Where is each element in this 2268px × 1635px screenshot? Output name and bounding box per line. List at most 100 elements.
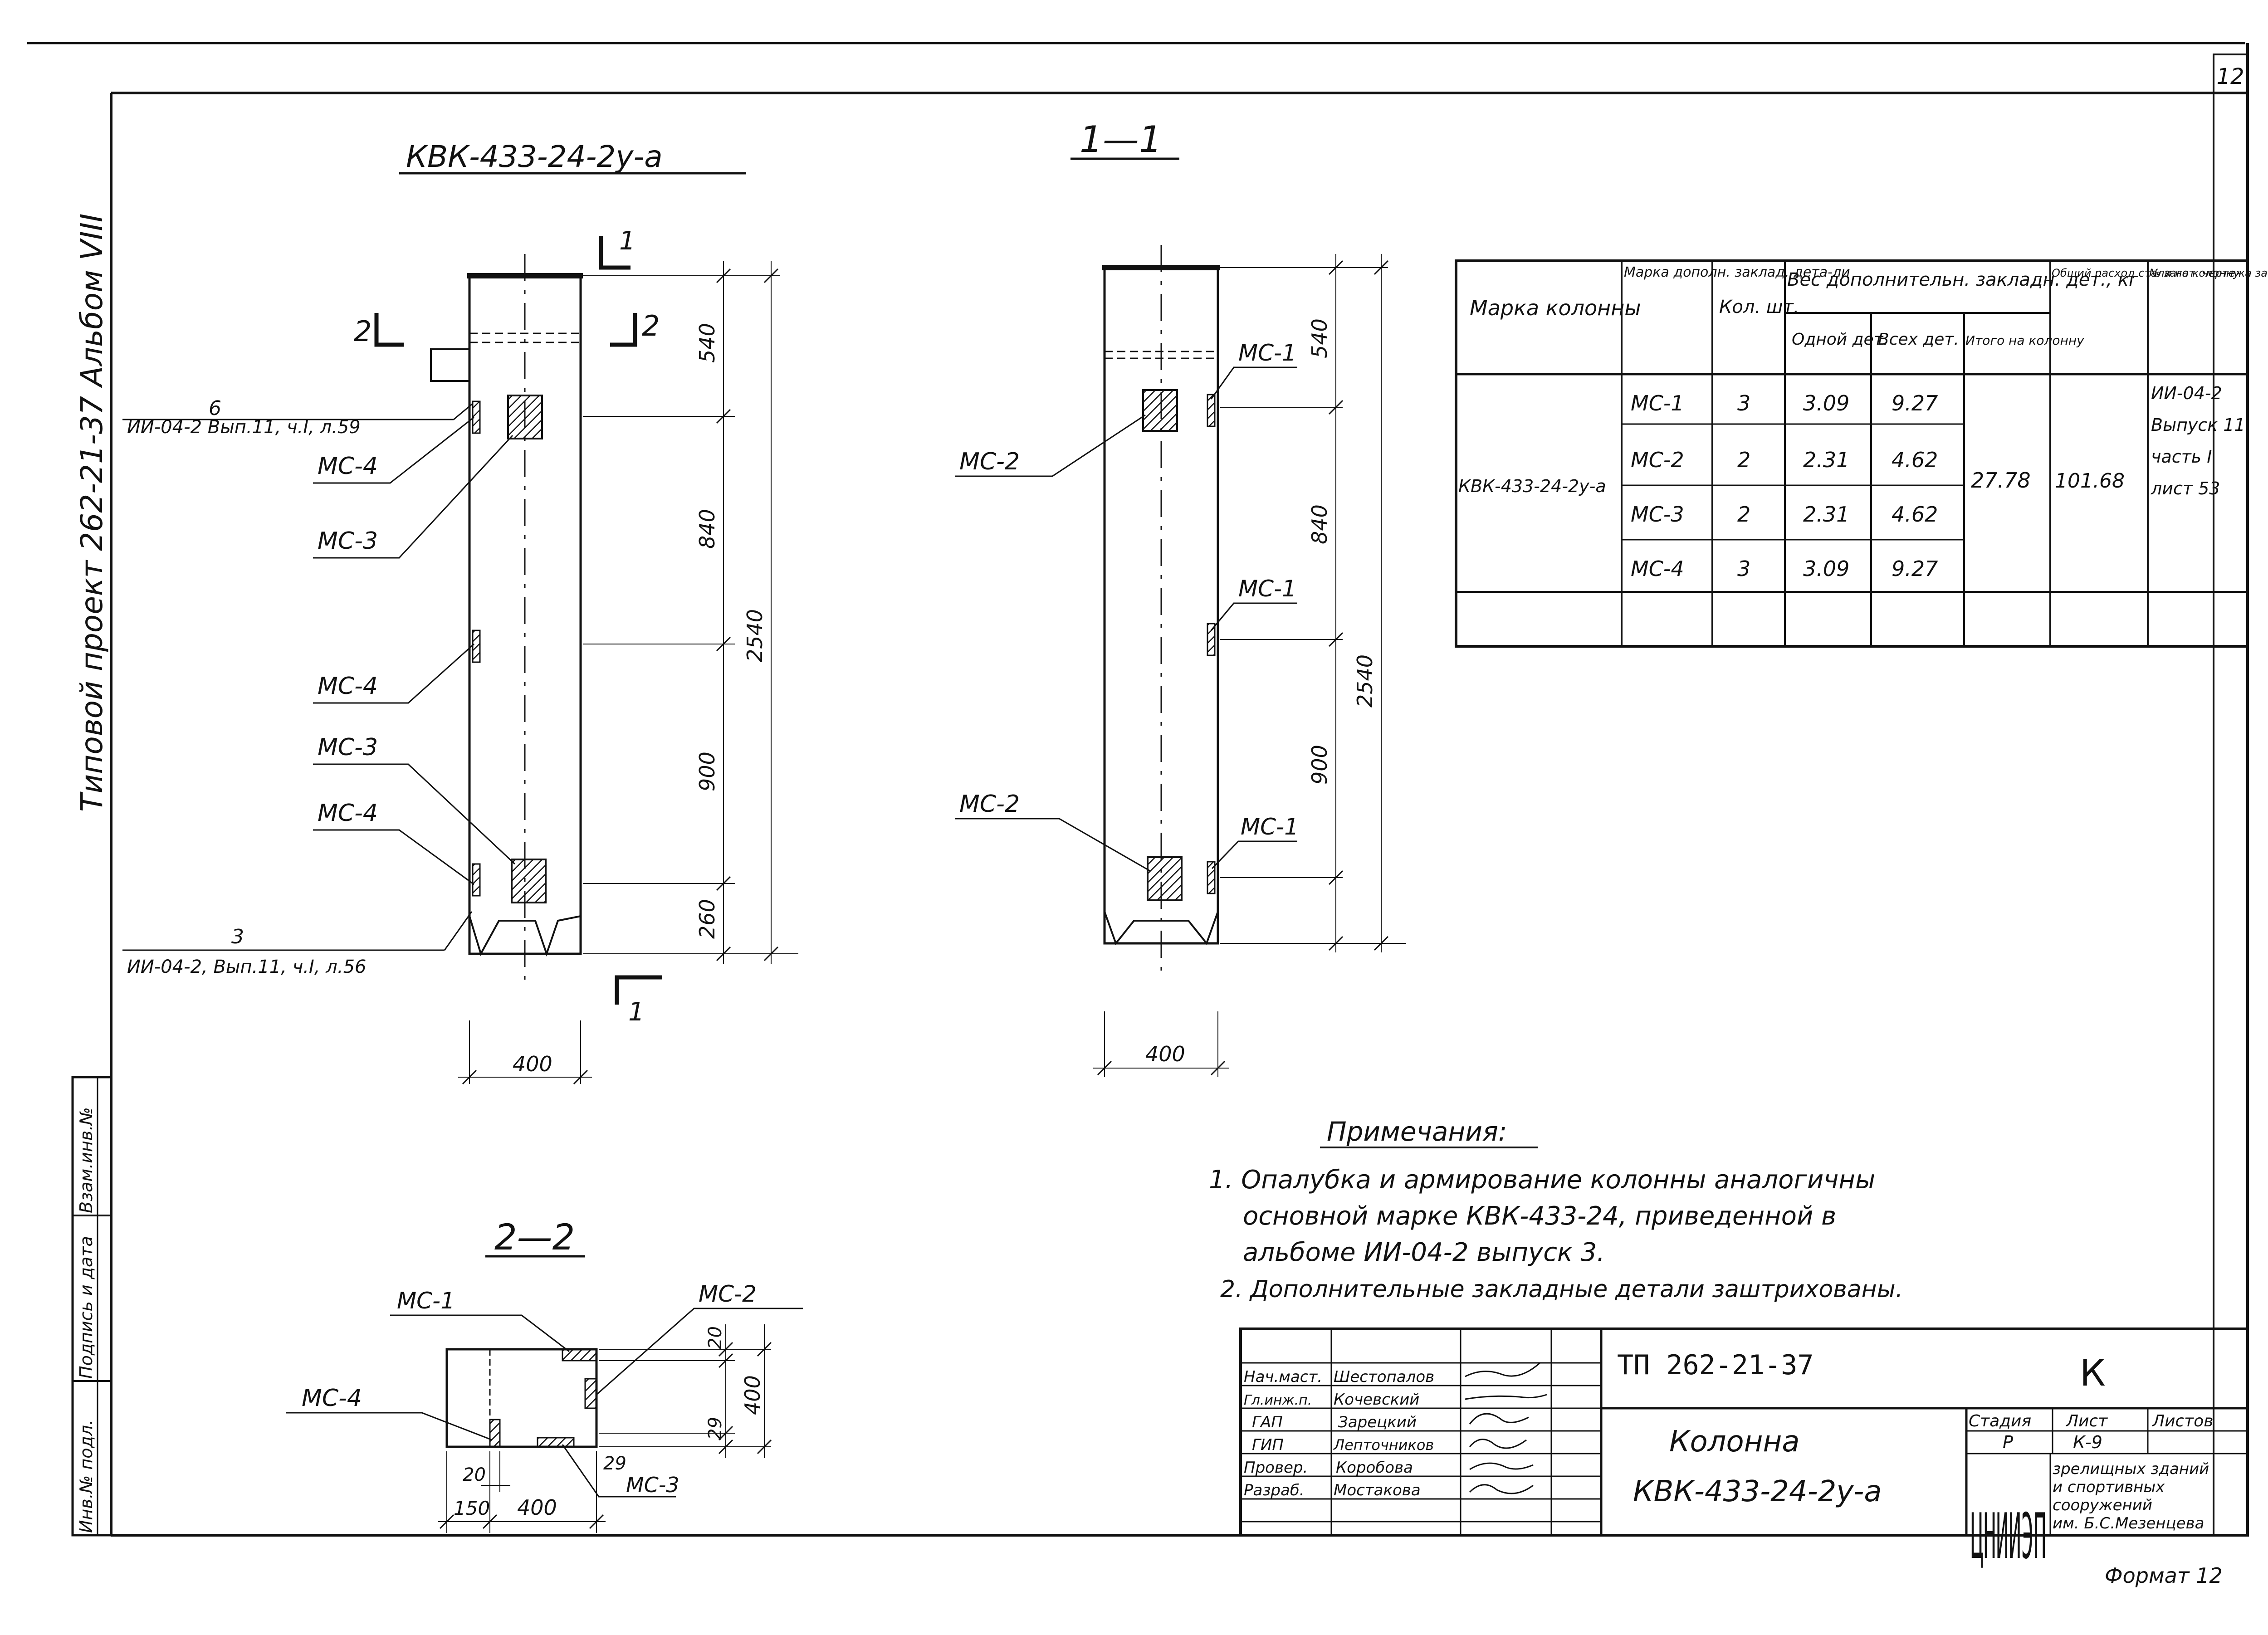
tb-role-1: Нач.маст. xyxy=(1244,1368,1322,1386)
svg-text:1: 1 xyxy=(628,997,645,1027)
tb-role-5: Провер. xyxy=(1244,1459,1308,1477)
plan-label-mc2: МС-2 xyxy=(699,1281,757,1307)
row2-all: 4.62 xyxy=(1892,448,1938,472)
strip-inv-no: Инв.№ подл. xyxy=(76,1420,96,1533)
row3-mark: МС-3 xyxy=(1631,502,1684,527)
row1-all: 9.27 xyxy=(1892,391,1938,415)
td-total-per-column: 27.78 xyxy=(1971,468,2031,493)
main-label-mc4-bottom: МС-4 xyxy=(318,800,378,827)
plan-mc2-plate xyxy=(584,1378,597,1409)
cut-mark-1-bottom: 1 xyxy=(615,975,662,1027)
sec-mc1-top-plate xyxy=(1207,394,1216,427)
main-dimensions: 540 840 900 260 2540 400 xyxy=(458,261,798,1085)
sec-label-mc2-top: МС-2 xyxy=(959,448,1020,475)
row4-one: 3.09 xyxy=(1803,556,1849,581)
tb-org-line-3: сооружений xyxy=(2053,1496,2152,1514)
tb-name-2: Кочевский xyxy=(1334,1391,1419,1409)
svg-text:260: 260 xyxy=(695,899,719,939)
section-2-2-plan xyxy=(445,1348,598,1448)
tb-sheets-head: Листов xyxy=(2151,1412,2213,1430)
row3-all: 4.62 xyxy=(1892,502,1938,527)
tb-name-6: Мостакова xyxy=(1334,1481,1421,1499)
format-label: Формат 12 xyxy=(2105,1563,2223,1588)
th-column-mark: Марка колонны xyxy=(1470,296,1641,320)
tb-role-6: Разраб. xyxy=(1244,1481,1305,1499)
sec-mc2-top-plate xyxy=(1142,389,1178,432)
tb-org-logo: ЦНИИЭП xyxy=(1971,1501,2046,1573)
tb-org-line-2: и спортивных xyxy=(2053,1478,2165,1496)
strip-replacement-no: Взам.инв.№ xyxy=(76,1107,96,1213)
th-qty: Кол. шт. xyxy=(1719,297,1799,317)
tb-letter: К xyxy=(2080,1352,2106,1394)
th-weight-all: Всех дет. xyxy=(1878,330,1959,349)
main-mc3-bottom-plate xyxy=(511,859,547,903)
cut-mark-2-right: 2 xyxy=(610,309,660,347)
main-column xyxy=(430,254,583,984)
tb-role-3: ГАП xyxy=(1252,1413,1283,1431)
notes-title: Примечания: xyxy=(1327,1116,1507,1147)
tb-name-4: Лепточников xyxy=(1333,1436,1434,1454)
notes: Примечания: 1. Опалубка и армирование ко… xyxy=(1209,1116,1903,1303)
plan-label-mc3: МС-3 xyxy=(626,1473,679,1497)
td-ref-line-1: ИИ-04-2 xyxy=(2151,383,2222,403)
svg-text:20: 20 xyxy=(463,1464,486,1485)
tb-name-3: Зарецкий xyxy=(1338,1413,1417,1431)
tb-role-2: Гл.инж.п. xyxy=(1244,1392,1312,1408)
tb-role-4: ГИП xyxy=(1252,1436,1284,1454)
tb-org-line-4: им. Б.С.Мезенцева xyxy=(2053,1514,2204,1533)
main-label-mc3-bottom: МС-3 xyxy=(318,734,378,761)
main-leaders: 6 ИИ-04-2 Вып.11, ч.I, л.59 МС-4 МС-3 МС… xyxy=(122,397,516,977)
row2-mark: МС-2 xyxy=(1631,448,1684,472)
cut-mark-1-top: 1 xyxy=(599,226,635,270)
td-column-mark: КВК-433-24-2у-а xyxy=(1458,476,1606,496)
svg-text:400: 400 xyxy=(513,1052,552,1076)
plan-mc4-plate xyxy=(489,1419,501,1448)
row2-one: 2.31 xyxy=(1803,448,1849,472)
main-label-mc4-mid: МС-4 xyxy=(318,673,378,700)
tb-sheet-head: Лист xyxy=(2065,1412,2108,1430)
svg-text:900: 900 xyxy=(1307,745,1332,785)
tb-org-line-1: зрелищных зданий xyxy=(2053,1460,2209,1478)
row1-qty: 3 xyxy=(1737,391,1750,415)
ref-top-text: ИИ-04-2 Вып.11, ч.I, л.59 xyxy=(127,417,361,438)
title-block: Нач.маст. Шестопалов Гл.инж.п. Кочевский… xyxy=(1239,1328,2249,1573)
tb-sheet: К-9 xyxy=(2073,1432,2102,1452)
tb-name-5: Коробова xyxy=(1336,1459,1413,1477)
section-1-1-column xyxy=(1102,245,1220,980)
row4-mark: МС-4 xyxy=(1631,556,1684,581)
ref-bottom-num: 3 xyxy=(231,925,244,948)
tb-stage-head: Стадия xyxy=(1969,1412,2031,1430)
plan-mc3-plate xyxy=(537,1437,575,1448)
th-steel-total: Общий расход стали на колонну xyxy=(2052,267,2240,279)
svg-text:1: 1 xyxy=(619,226,635,256)
sec-label-mc1-bottom: МС-1 xyxy=(1241,814,1299,840)
svg-text:150: 150 xyxy=(454,1497,490,1519)
svg-text:2540: 2540 xyxy=(743,609,767,662)
th-weight-one: Одной дет. xyxy=(1792,330,1888,349)
section-2-2-leaders: МС-1 МС-2 МС-4 МС-3 xyxy=(286,1281,803,1498)
row1-mark: МС-1 xyxy=(1631,391,1684,415)
section-2-2-dims: 20 29 400 150 400 20 29 xyxy=(438,1324,772,1533)
svg-text:400: 400 xyxy=(1145,1042,1185,1066)
strip-signature-date: Подпись и дата xyxy=(76,1236,96,1379)
svg-text:540: 540 xyxy=(1307,318,1332,358)
row3-qty: 2 xyxy=(1737,502,1750,527)
th-detail-mark: Марка дополн. заклад. дета-ли xyxy=(1624,264,1850,280)
main-view-title: КВК-433-24-2у-а xyxy=(406,139,663,174)
section-1-1-dimensions: 540 840 900 2540 400 xyxy=(1093,254,1406,1077)
svg-text:400: 400 xyxy=(740,1375,765,1415)
svg-text:29: 29 xyxy=(603,1453,626,1474)
note-1-line-2: основной марке КВК-433-24, приведенной в xyxy=(1243,1201,1836,1231)
row2-qty: 2 xyxy=(1737,448,1750,472)
row3-one: 2.31 xyxy=(1803,502,1849,527)
td-ref-line-2: Выпуск 11 xyxy=(2151,415,2245,435)
cut-mark-2-left: 2 xyxy=(354,313,404,348)
td-ref-line-4: лист 53 xyxy=(2151,478,2220,498)
svg-text:400: 400 xyxy=(517,1495,557,1520)
row4-all: 9.27 xyxy=(1892,556,1938,581)
svg-text:840: 840 xyxy=(695,509,719,549)
main-mc4-bottom-plate xyxy=(472,863,481,897)
svg-text:540: 540 xyxy=(695,323,719,363)
ref-top-num: 6 xyxy=(209,397,221,420)
note-2: 2. Дополнительные закладные детали заштр… xyxy=(1220,1276,1903,1303)
